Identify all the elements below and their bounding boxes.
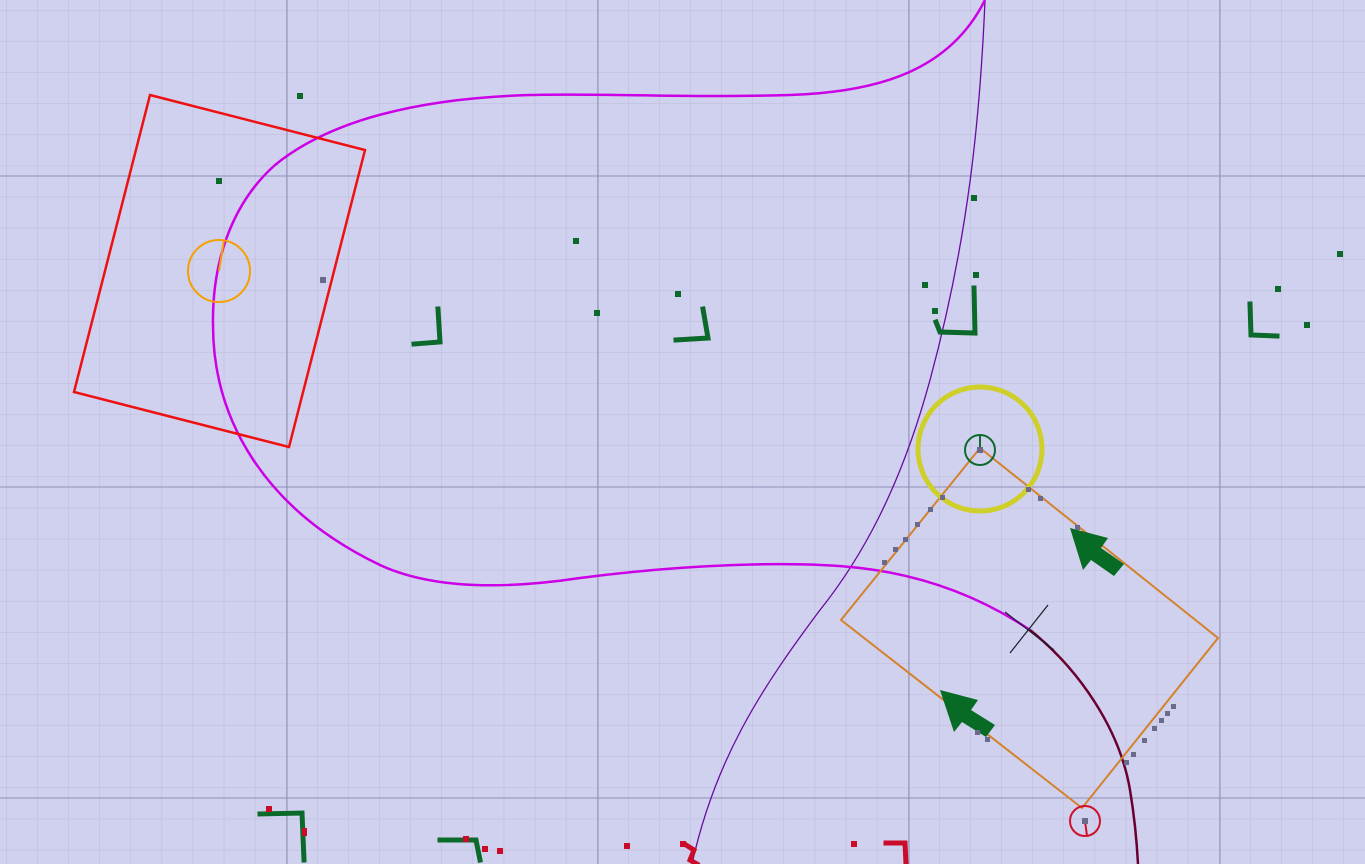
robot-footprint[interactable] bbox=[839, 446, 1220, 810]
target-cross-icon bbox=[1004, 604, 1055, 654]
robot-rear-marker-icon bbox=[1069, 805, 1101, 837]
laser-scan-points bbox=[320, 277, 1176, 765]
alert-obstacle-points bbox=[266, 806, 857, 854]
alert-obstacle-cluster bbox=[682, 840, 909, 864]
goal-footprint[interactable] bbox=[72, 93, 367, 449]
planned-path bbox=[211, 0, 1031, 632]
safety-ring-icon bbox=[915, 384, 1045, 514]
robot-center-marker-icon bbox=[964, 434, 996, 466]
reference-curve bbox=[691, 0, 986, 864]
velocity-arrow-icon bbox=[940, 690, 995, 737]
arc-segment bbox=[1029, 629, 1140, 864]
goal-marker-icon[interactable] bbox=[187, 239, 251, 303]
velocity-arrow-icon bbox=[1070, 528, 1124, 576]
obstacle-cluster bbox=[257, 285, 1280, 863]
obstacle-points-icon bbox=[216, 93, 1343, 328]
